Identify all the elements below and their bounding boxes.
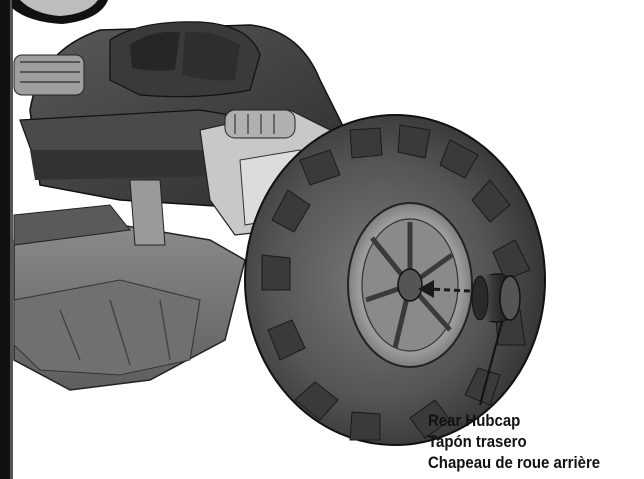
rear-tire — [244, 114, 546, 446]
bumper-guard — [13, 179, 246, 391]
page-binding-edge — [0, 0, 13, 479]
insertion-arrow — [418, 280, 471, 298]
callout-english: Rear Hubcap — [428, 411, 521, 430]
axle-hub — [397, 268, 423, 302]
rear-hubcap — [471, 273, 521, 323]
callout-leader-line — [479, 321, 503, 406]
corner-badge — [12, 0, 108, 24]
hubcap-callout-label: Rear Hubcap Tapón trasero Chapeau de rou… — [428, 410, 600, 473]
callout-spanish: Tapón trasero — [428, 432, 527, 451]
callout-french: Chapeau de roue arrière — [428, 453, 601, 472]
suspension-left — [13, 54, 85, 96]
